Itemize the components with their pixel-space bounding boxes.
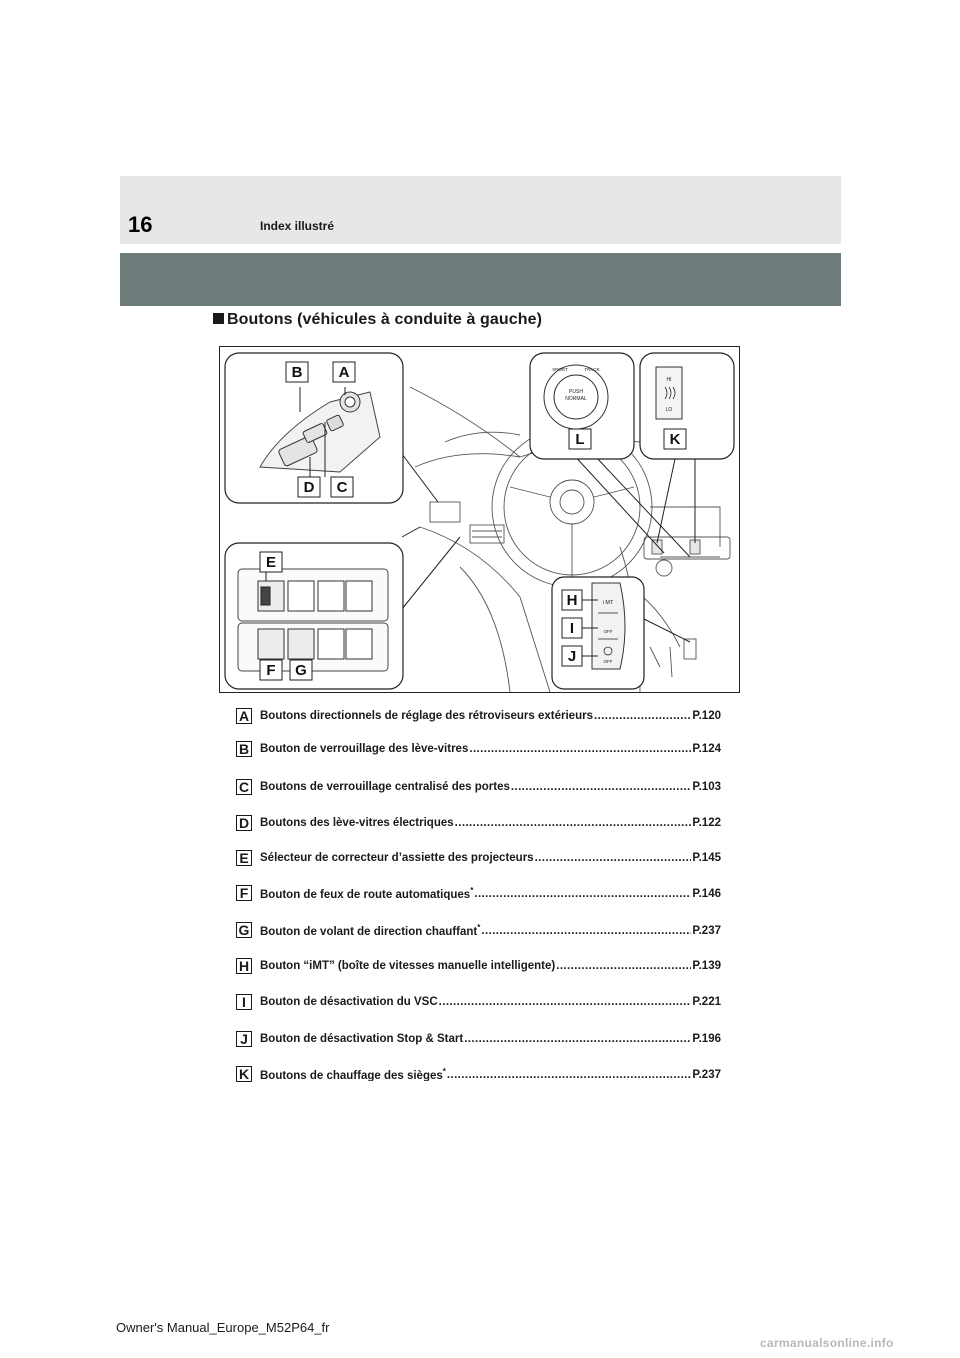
footer-text: Owner's Manual_Europe_M52P64_fr (116, 1320, 330, 1335)
item-label: Bouton de verrouillage des lève-vitres (260, 743, 469, 755)
callout-d: D (304, 479, 315, 496)
callout-l: L (575, 431, 584, 448)
vsc-off-label: OFF (604, 629, 613, 634)
list-item-j: J Bouton de désactivation Stop & Start P.… (236, 1030, 721, 1048)
letter-badge: H (236, 958, 252, 974)
inset-door-switches: B A D C (224, 352, 404, 504)
letter-badge: I (236, 994, 252, 1010)
square-bullet-icon (213, 313, 224, 324)
hi-label: HI (667, 377, 672, 383)
watermark[interactable]: carmanualsonline.info (760, 1336, 894, 1350)
normal-label: NORMAL (565, 396, 587, 402)
lo-label: LO (666, 407, 673, 413)
page-ref[interactable]: P.221 (692, 996, 721, 1008)
list-item-k: K Boutons de chauffage des sièges* P.237 (236, 1065, 721, 1083)
letter-badge: A (236, 708, 252, 724)
running-title: Index illustré (260, 219, 335, 233)
inset-console-switches: i MT OFF OFF H I J (551, 576, 645, 690)
push-label: PUSH (569, 389, 583, 395)
letter-badge: J (236, 1031, 252, 1047)
callout-f: F (266, 662, 275, 679)
list-item-i: I Bouton de désactivation du VSC P.221 (236, 993, 721, 1011)
leader-lines (401, 439, 696, 643)
inset-seat-heater: HI LO K (639, 352, 735, 460)
callout-a: A (339, 364, 350, 381)
list-item-h: H Bouton “iMT” (boîte de vitesses manuel… (236, 957, 721, 975)
list-item-a: A Boutons directionnels de réglage des r… (236, 707, 721, 725)
item-label: Bouton “iMT” (boîte de vitesses manuelle… (260, 960, 556, 972)
page-ref[interactable]: P.124 (692, 743, 721, 755)
item-label: Boutons directionnels de réglage des rét… (260, 710, 593, 722)
page-ref[interactable]: P.237 (692, 925, 721, 938)
track-label: TRACK (584, 367, 599, 372)
item-label: Sélecteur de correcteur d’assiette des p… (260, 852, 534, 864)
list-item-b: B Bouton de verrouillage des lève-vitres… (236, 740, 721, 758)
callout-g: G (295, 662, 307, 679)
page-ref[interactable]: P.120 (692, 710, 721, 722)
page-ref[interactable]: P.103 (692, 781, 721, 793)
letter-badge: C (236, 779, 252, 795)
page-ref[interactable]: P.146 (692, 888, 721, 901)
letter-badge: D (236, 815, 252, 831)
page-ref[interactable]: P.196 (692, 1033, 721, 1045)
letter-badge: F (236, 885, 252, 901)
section-title: Boutons (véhicules à conduite à gauche) (213, 311, 542, 329)
list-item-e: E Sélecteur de correcteur d’assiette des… (236, 849, 721, 867)
letter-badge: B (236, 741, 252, 757)
item-label: Bouton de désactivation du VSC (260, 996, 438, 1008)
inset-headlamp-panel: E F G (224, 542, 404, 690)
page-ref[interactable]: P.237 (692, 1069, 721, 1082)
section-title-text: Boutons (véhicules à conduite à gauche) (227, 311, 543, 328)
letter-badge: K (236, 1066, 252, 1082)
footnote-marker: * (442, 1066, 446, 1076)
letter-badge: E (236, 850, 252, 866)
callout-k: K (670, 431, 681, 448)
page-ref[interactable]: P.139 (692, 960, 721, 972)
letter-badge: G (236, 922, 252, 938)
footnote-marker: * (477, 922, 481, 932)
header-band (120, 176, 841, 244)
page-ref[interactable]: P.122 (692, 817, 721, 829)
imt-label: i MT (603, 600, 614, 606)
callout-h: H (567, 592, 578, 609)
callout-i: I (570, 620, 574, 637)
item-label: Bouton de feux de route automatiques* (260, 885, 474, 901)
item-label: Bouton de volant de direction chauffant* (260, 922, 481, 938)
page-ref[interactable]: P.145 (692, 852, 721, 864)
section-band (120, 253, 841, 306)
callout-j: J (568, 648, 576, 665)
item-label: Boutons des lève-vitres électriques (260, 817, 454, 829)
list-item-f: F Bouton de feux de route automatiques* P… (236, 884, 721, 902)
sport-label: SPORT (552, 367, 568, 372)
item-label: Bouton de désactivation Stop & Start (260, 1033, 464, 1045)
list-item-d: D Boutons des lève-vitres électriques P.1… (236, 814, 721, 832)
callout-b: B (292, 364, 303, 381)
callout-c: C (337, 479, 348, 496)
list-item-g: G Bouton de volant de direction chauffan… (236, 921, 721, 939)
list-item-c: C Boutons de verrouillage centralisé des… (236, 778, 721, 796)
item-label: Boutons de verrouillage centralisé des p… (260, 781, 510, 793)
page-number: 16 (128, 212, 153, 237)
inset-drive-mode-button: PUSH NORMAL SPORT TRACK L (529, 352, 635, 460)
dashboard-illustration: B A D C E F G (219, 346, 740, 693)
item-label: Boutons de chauffage des sièges* (260, 1066, 446, 1082)
footnote-marker: * (470, 885, 474, 895)
callout-e: E (266, 554, 276, 571)
stop-start-off-label: OFF (604, 659, 613, 664)
